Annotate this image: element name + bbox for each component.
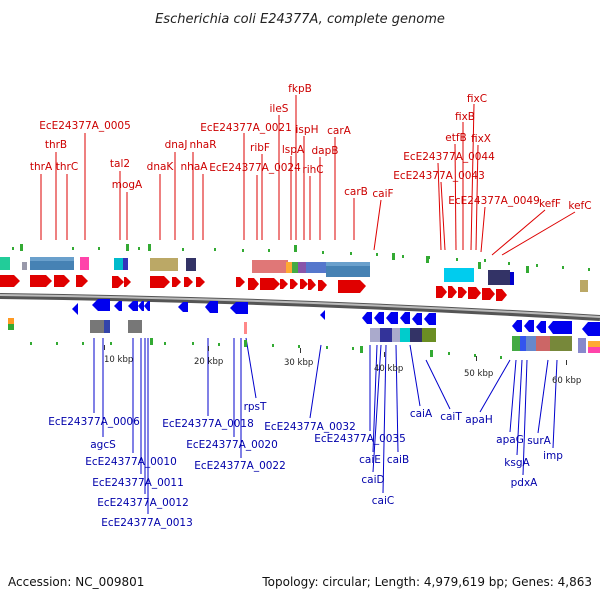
gene-label: rihC [302, 164, 323, 176]
tick-label: 50 kbp [464, 369, 493, 379]
tick-label: 10 kbp [104, 355, 133, 365]
gene-label: carA [327, 125, 352, 137]
genome-backbone [0, 293, 600, 321]
gene-label: fkpB [288, 83, 312, 95]
gene-label: dnaJ [165, 139, 188, 151]
gene-label: thrA [30, 161, 53, 173]
gene-label: nhaR [189, 139, 216, 151]
gene-label: caiT [440, 411, 462, 423]
gene-label: dapB [312, 145, 339, 157]
gene-label: EcE24377A_0018 [162, 418, 254, 430]
gene-label: EcE24377A_0006 [48, 416, 140, 428]
gene-label: EcE24377A_0010 [85, 456, 177, 468]
tick-label: 60 kbp [552, 376, 581, 386]
tick-label: 40 kbp [374, 364, 403, 374]
gene-label: EcE24377A_0035 [314, 433, 406, 445]
tick-label: 20 kbp [194, 357, 223, 367]
forward-gene-arrows [0, 275, 507, 301]
gene-label: apaH [465, 414, 492, 426]
gene-label: thrC [56, 161, 78, 173]
gene-label: EcE24377A_0022 [194, 460, 286, 472]
gene-label: pdxA [511, 477, 539, 489]
gene-label: surA [527, 435, 551, 447]
outer-feature-blocks [0, 257, 588, 292]
reverse-gene-arrows [72, 299, 600, 336]
gene-label: fixX [471, 133, 491, 145]
inner-dot-track [30, 342, 502, 359]
genome-backbone-highlight [0, 294, 600, 318]
gene-label: EcE24377A_0020 [186, 439, 278, 451]
gene-label: EcE24377A_0044 [403, 151, 495, 163]
gene-label: EcE24377A_0043 [393, 170, 485, 182]
gene-label: EcE24377A_0012 [97, 497, 189, 509]
gene-label: ileS [270, 103, 289, 115]
gene-label: tal2 [110, 158, 130, 170]
gene-label: EcE24377A_0005 [39, 120, 131, 132]
gene-label: thrB [45, 139, 67, 151]
gene-label: EcE24377A_0024 [209, 162, 301, 174]
gene-label: carB [344, 186, 368, 198]
gene-label: imp [543, 450, 563, 462]
gene-label: nhaA [181, 161, 209, 173]
gene-label: EcE24377A_0011 [92, 477, 184, 489]
gene-label: EcE24377A_0021 [200, 122, 292, 134]
forward-leader-lines [40, 95, 576, 256]
gene-label: lspA [282, 144, 305, 156]
gene-label: kefF [539, 198, 561, 210]
gene-label: caiA [410, 408, 433, 420]
gene-label: ribF [250, 142, 270, 154]
gene-label: etfB [445, 132, 466, 144]
tick-label: 30 kbp [284, 358, 313, 368]
gene-label: apaG [496, 434, 524, 446]
gene-label: EcE24377A_0013 [101, 517, 193, 529]
accession-text: Accession: NC_009801 [8, 575, 144, 589]
gene-label: EcE24377A_0032 [264, 421, 356, 433]
gene-label: fixC [467, 93, 487, 105]
gene-label: dnaK [147, 161, 175, 173]
gene-label: ispH [296, 124, 319, 136]
gene-label: agcS [90, 439, 116, 451]
gene-label: kefC [568, 200, 591, 212]
ruler-tick-marks [104, 345, 567, 365]
gene-label: caiF [372, 188, 393, 200]
genome-summary-text: Topology: circular; Length: 4,979,619 bp… [261, 575, 592, 589]
tall-marks [20, 244, 529, 357]
inner-feature-blocks [8, 318, 600, 353]
gene-label: caiC [372, 495, 394, 507]
map-title: Escherichia coli E24377A, complete genom… [155, 12, 445, 27]
gene-label: caiB [387, 454, 409, 466]
outer-dot-track [12, 247, 590, 271]
gene-label: caiE [359, 454, 381, 466]
gene-label: ksgA [504, 457, 530, 469]
gene-label: rpsT [244, 401, 267, 413]
gene-label: mogA [112, 179, 143, 191]
gene-label: caiD [361, 474, 384, 486]
gene-label: fixB [455, 111, 475, 123]
gene-label: EcE24377A_0049 [448, 195, 540, 207]
